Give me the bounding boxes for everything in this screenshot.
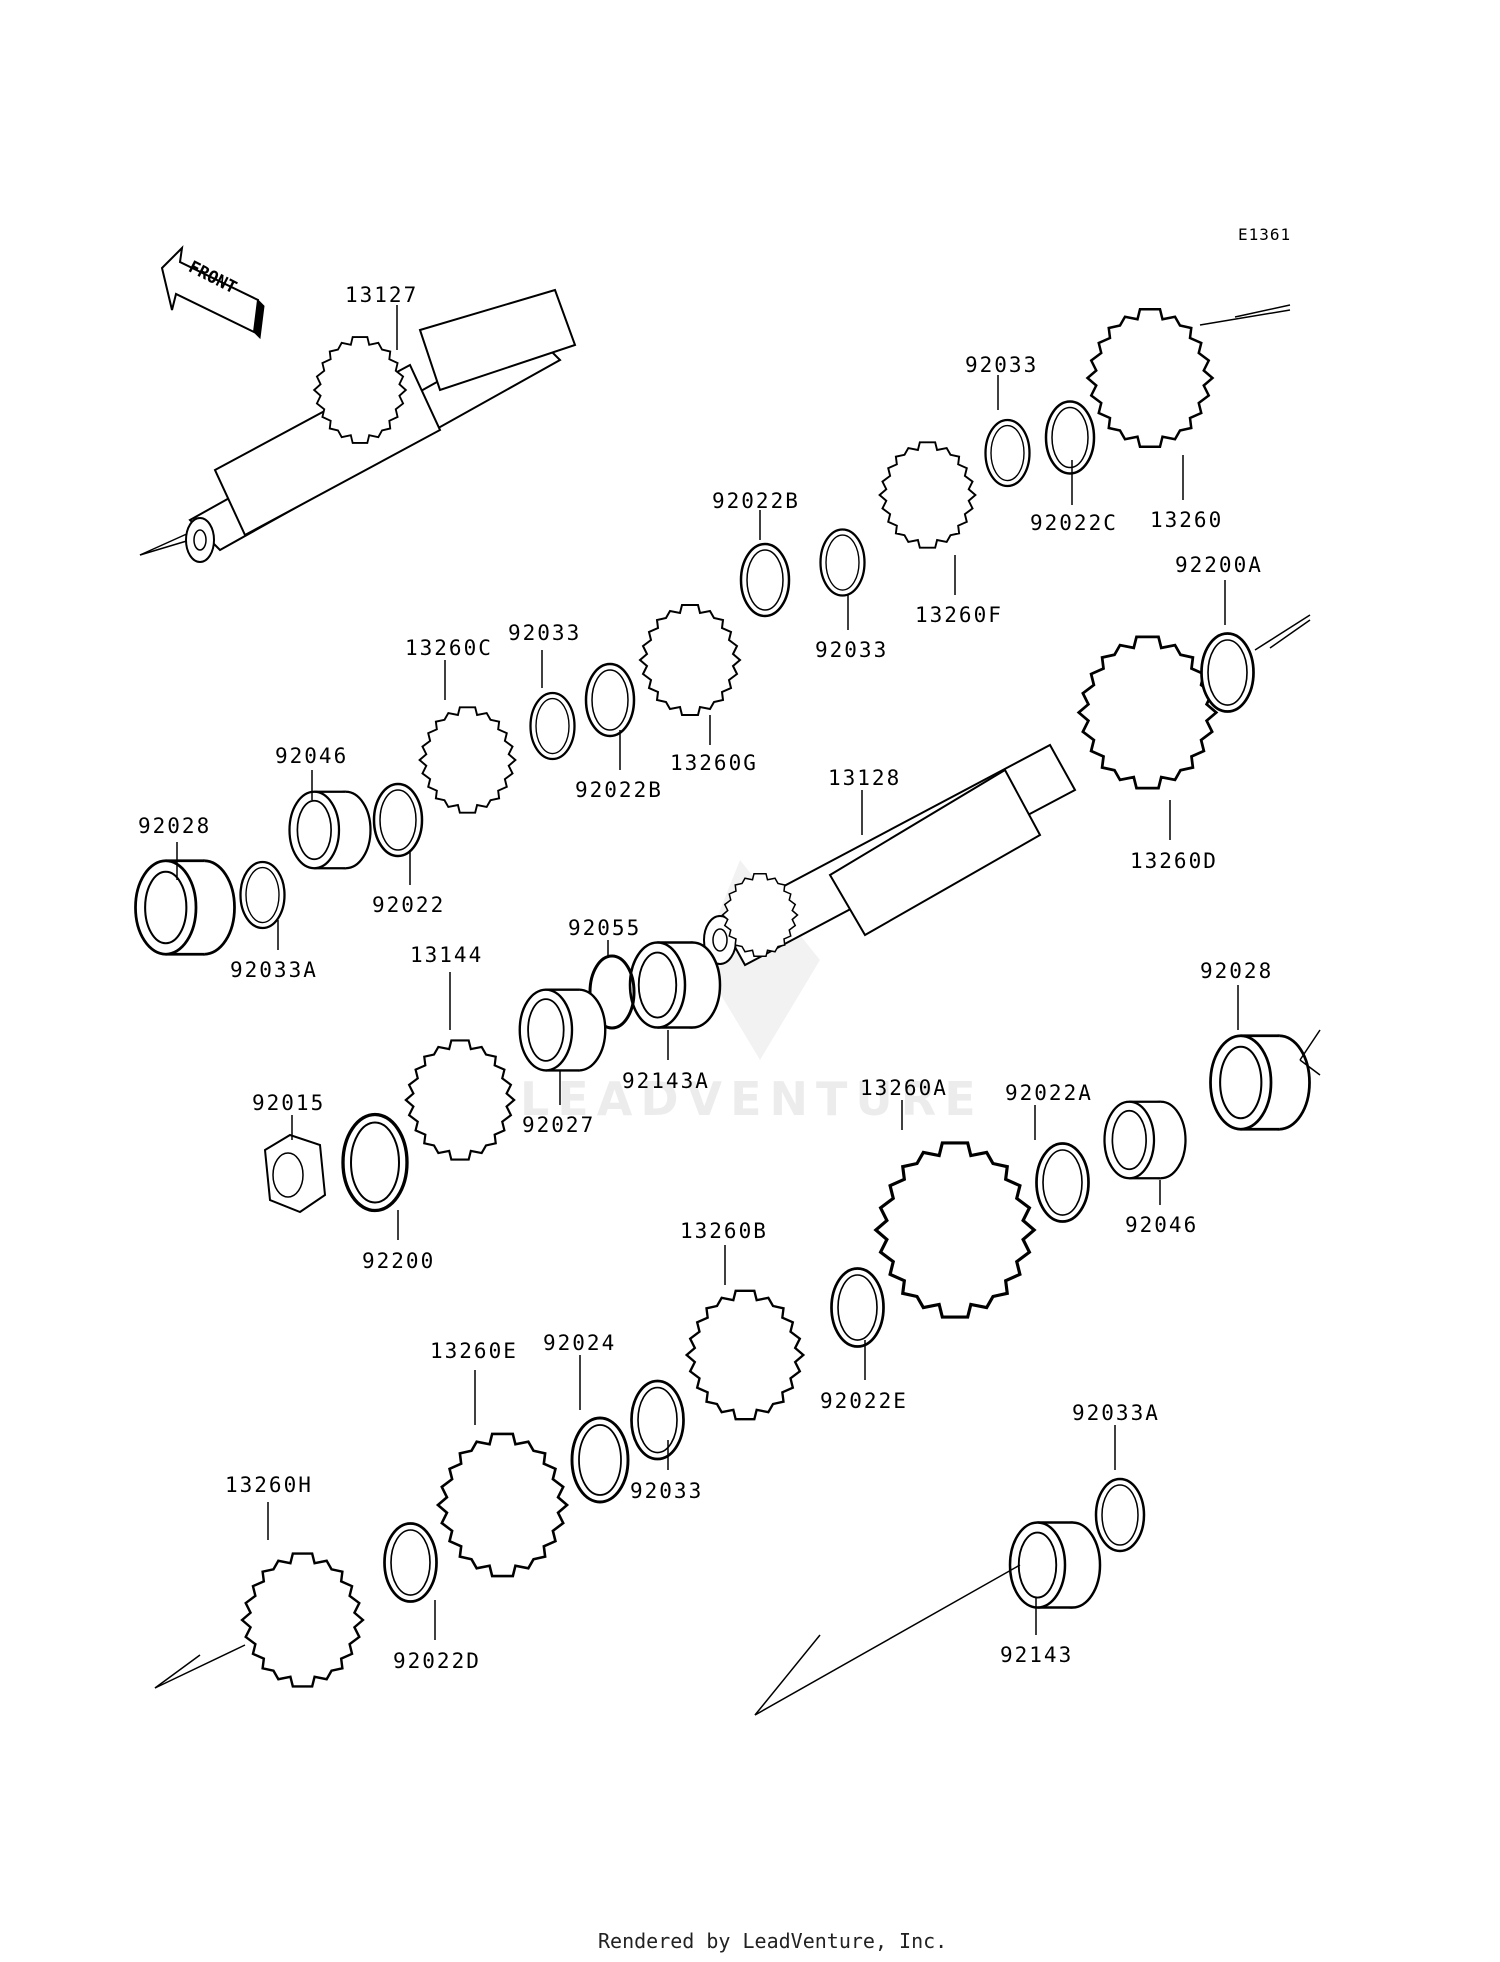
ring-92022B-top [739, 542, 791, 618]
label-92028-left: 92028 [138, 814, 211, 838]
label-13127: 13127 [345, 283, 418, 307]
gear-13260B [685, 1289, 805, 1421]
label-92022C: 92022C [1030, 511, 1118, 535]
label-92046-right: 92046 [1125, 1213, 1198, 1237]
label-92027: 92027 [522, 1113, 595, 1137]
label-92022B-top: 92022B [712, 489, 800, 513]
shaft-13128 [703, 743, 1077, 967]
ring-92022 [372, 782, 424, 858]
shaft-13127 [139, 288, 577, 563]
label-13260C: 13260C [405, 636, 493, 660]
label-13128: 13128 [828, 766, 901, 790]
label-92143A: 92143A [622, 1069, 710, 1093]
label-92022: 92022 [372, 893, 445, 917]
label-92033A-left: 92033A [230, 958, 318, 982]
label-13260E: 13260E [430, 1339, 518, 1363]
label-92022E: 92022E [820, 1389, 908, 1413]
bearing-92046-right [1103, 1100, 1187, 1180]
label-13260F: 13260F [915, 603, 1003, 627]
sprocket-13144 [404, 1038, 516, 1162]
label-92022B-mid: 92022B [575, 778, 663, 802]
label-92028-right: 92028 [1200, 959, 1273, 983]
label-92033-d: 92033 [630, 1479, 703, 1503]
gear-13260D [1077, 635, 1218, 790]
label-13260D: 13260D [1130, 849, 1218, 873]
gear-13260F [878, 440, 977, 550]
gear-13260C [418, 706, 517, 814]
bearing-92143A [628, 941, 722, 1029]
ring-92022D [382, 1521, 439, 1604]
washer-92200 [343, 1115, 407, 1211]
gear-13260E [436, 1432, 569, 1578]
circlip-92033-a [984, 418, 1031, 488]
circlip-92033-c [529, 691, 576, 761]
label-13144: 13144 [410, 943, 483, 967]
gear-13260H [240, 1551, 365, 1689]
gear-13260 [1085, 307, 1215, 449]
label-92022D: 92022D [393, 1649, 481, 1673]
label-92143: 92143 [1000, 1643, 1073, 1667]
label-92046-top: 92046 [275, 744, 348, 768]
label-13260G: 13260G [670, 751, 758, 775]
ring-92024 [570, 1416, 630, 1504]
label-92033A-right: 92033A [1072, 1401, 1160, 1425]
label-92200: 92200 [362, 1249, 435, 1273]
label-92022A: 92022A [1005, 1081, 1093, 1105]
circlip-92033A-left [239, 860, 286, 930]
label-92200A: 92200A [1175, 553, 1263, 577]
circlip-92033A-right [1094, 1477, 1146, 1553]
collar-92143 [1008, 1521, 1102, 1609]
label-92055: 92055 [568, 916, 641, 940]
label-92033-a: 92033 [965, 353, 1038, 377]
label-13260A: 13260A [860, 1076, 948, 1100]
diagram-code: E1361 [1238, 225, 1291, 244]
front-arrow-icon: FRONT [160, 245, 265, 340]
nut-92015 [263, 1133, 327, 1214]
circlip-92033-b [819, 528, 866, 597]
bearing-92028-right [1209, 1034, 1311, 1131]
footer-credit: Rendered by LeadVenture, Inc. [598, 1929, 947, 1953]
label-92024: 92024 [543, 1331, 616, 1355]
ring-92022E [829, 1266, 886, 1349]
ring-92022C [1044, 399, 1096, 476]
ring-92022A [1034, 1141, 1091, 1224]
gear-13260G [638, 603, 742, 717]
collar-92027 [518, 988, 607, 1072]
label-92033-c: 92033 [508, 621, 581, 645]
label-13260B: 13260B [680, 1219, 768, 1243]
bearing-92046-top [288, 790, 372, 870]
label-92015: 92015 [252, 1091, 325, 1115]
ring-92022B-mid [584, 662, 636, 738]
bearing-92028-left [134, 859, 236, 956]
label-92033-b: 92033 [815, 638, 888, 662]
gear-13260A [873, 1140, 1037, 1320]
label-13260: 13260 [1150, 508, 1223, 532]
watermark-text: LEADVENTURE [520, 1072, 984, 1126]
ring-92200A [1199, 631, 1256, 714]
label-13260H: 13260H [225, 1473, 313, 1497]
circlip-92033-d [629, 1379, 686, 1461]
